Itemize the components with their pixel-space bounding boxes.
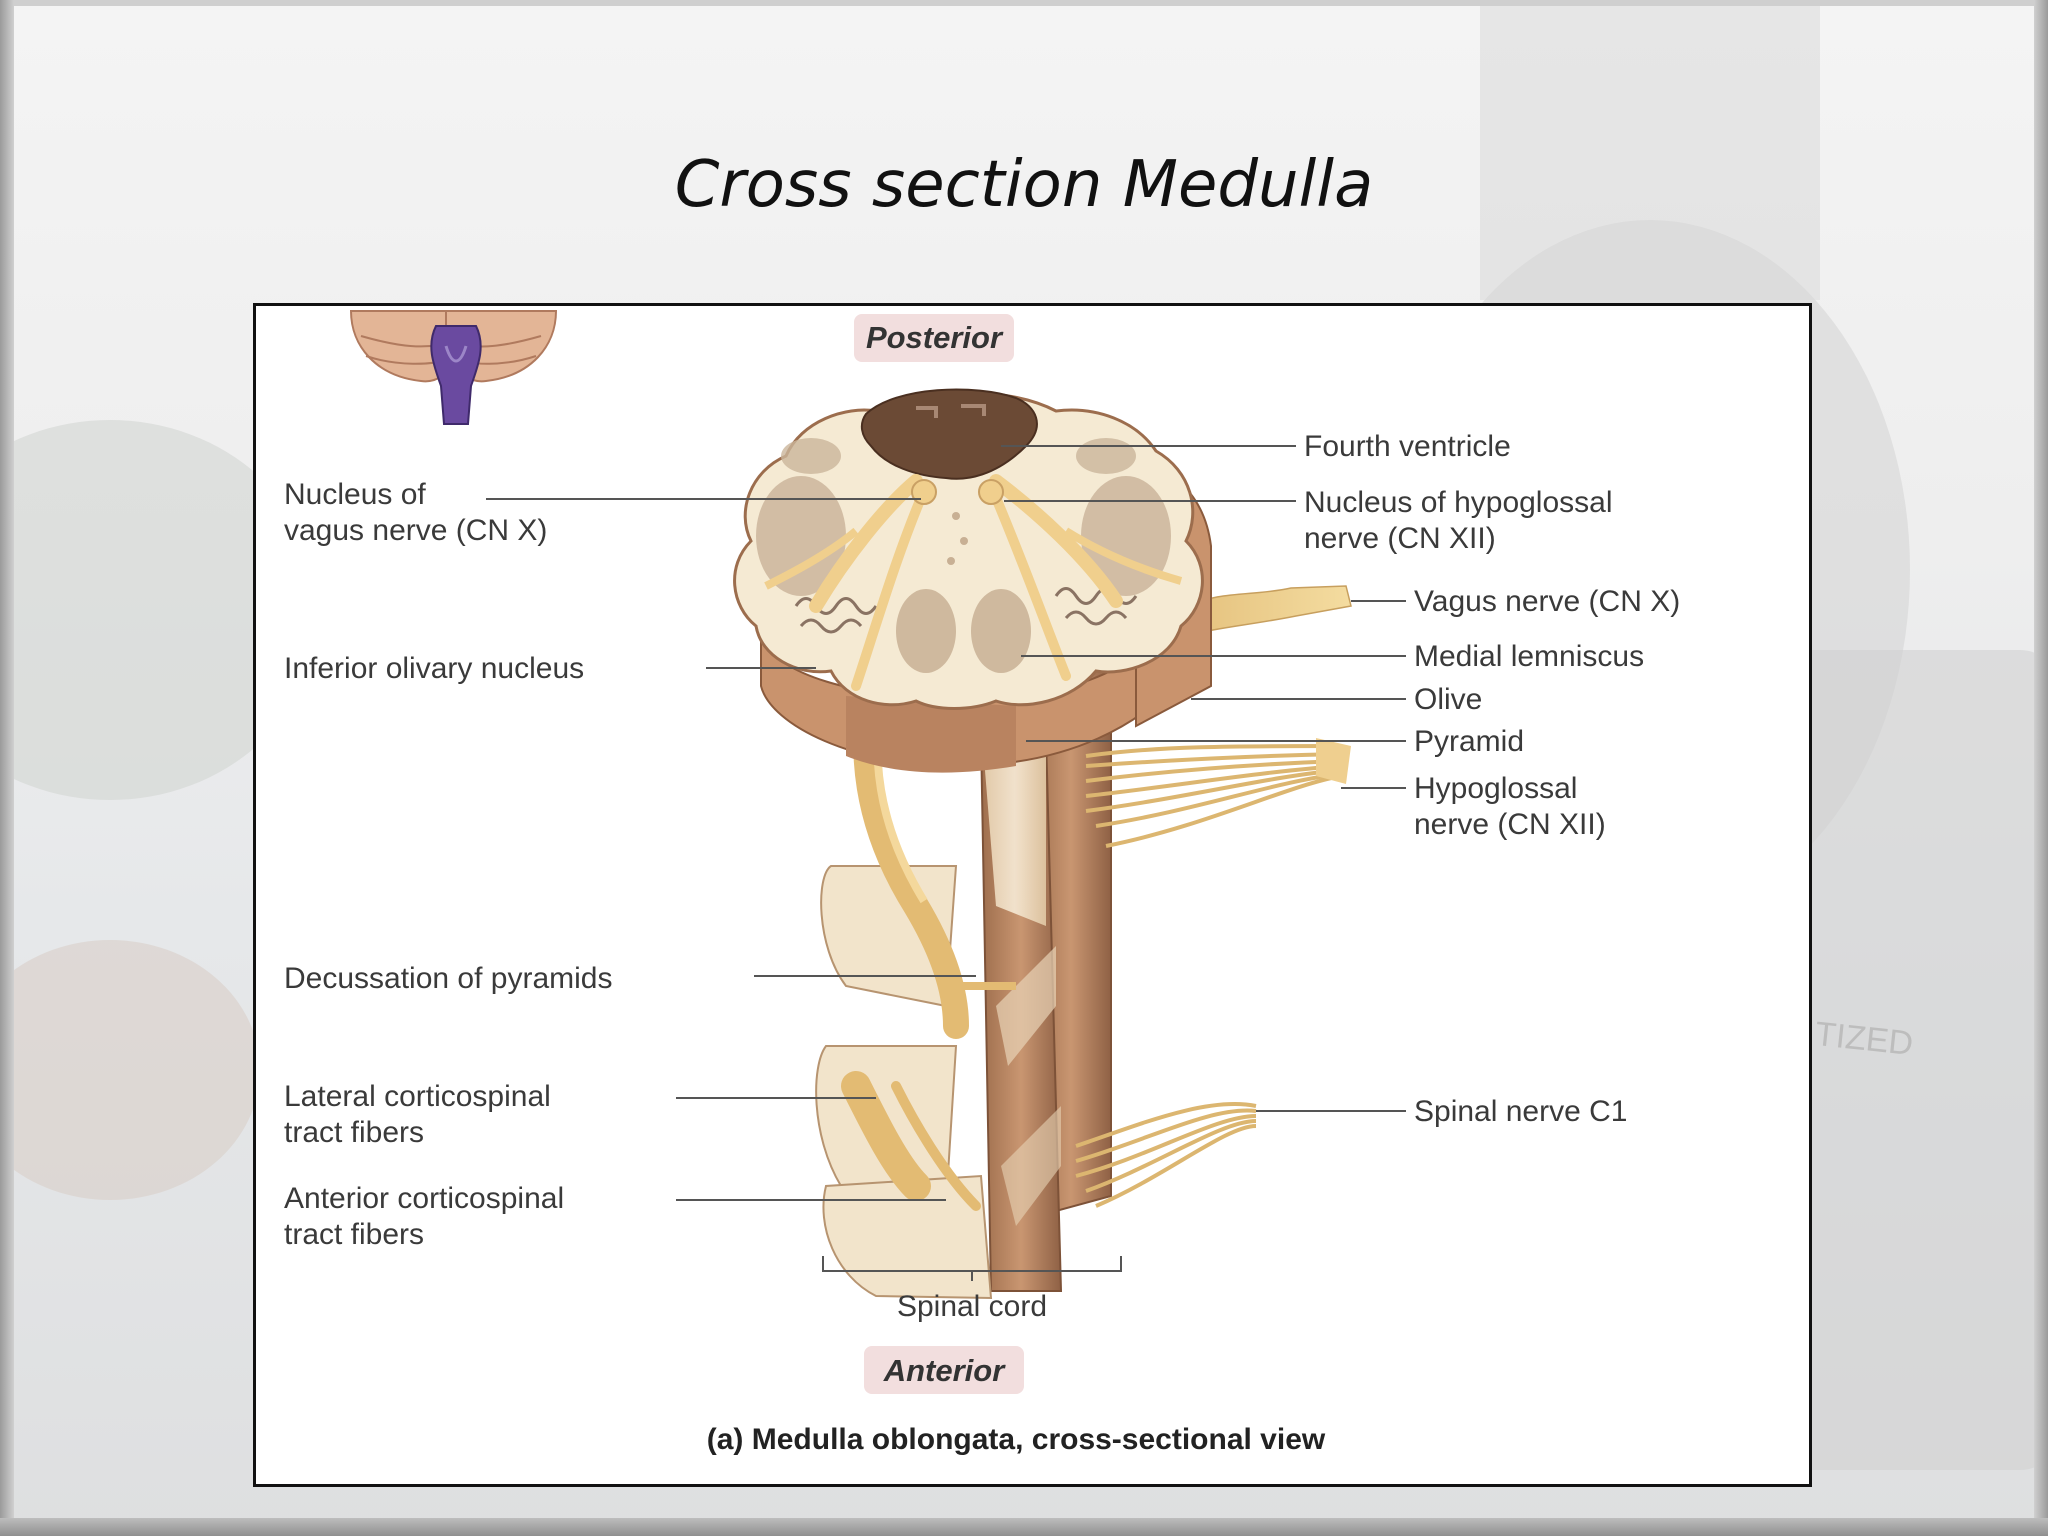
label-spinal-nerve-c1: Spinal nerve C1 bbox=[1414, 1095, 1627, 1128]
nerve-rootlets bbox=[1075, 585, 1352, 1208]
label-vagus-nucleus-1: Nucleus of bbox=[284, 478, 426, 511]
figure-caption: (a) Medulla oblongata, cross-sectional v… bbox=[707, 1423, 1326, 1456]
label-lateral-cst-2: tract fibers bbox=[284, 1116, 424, 1149]
label-hypoglossal-nucleus-2: nerve (CN XII) bbox=[1304, 522, 1496, 555]
background-hand bbox=[0, 940, 260, 1200]
label-lateral-cst-1: Lateral corticospinal bbox=[284, 1080, 551, 1113]
label-pyramid: Pyramid bbox=[1414, 725, 1524, 758]
slide-edge-left bbox=[0, 0, 14, 1536]
slide-title: Cross section Medulla bbox=[674, 148, 1374, 222]
label-fourth-ventricle: Fourth ventricle bbox=[1304, 430, 1511, 463]
label-anterior-cst-2: tract fibers bbox=[284, 1218, 424, 1251]
label-hypoglossal-nerve-2: nerve (CN XII) bbox=[1414, 808, 1606, 841]
leader-lines bbox=[486, 445, 1406, 1281]
label-vagus-nucleus-2: vagus nerve (CN X) bbox=[284, 514, 547, 547]
medulla-diagram: Posterior Anterior bbox=[284, 310, 1680, 1456]
label-inferior-olivary: Inferior olivary nucleus bbox=[284, 652, 584, 685]
brainstem-inset bbox=[349, 310, 558, 425]
slide-edge-right bbox=[2034, 0, 2048, 1536]
anterior-label: Anterior bbox=[883, 1353, 1007, 1388]
slide-edge-top bbox=[0, 0, 2048, 6]
medulla-cross-section bbox=[733, 388, 1212, 773]
label-hypoglossal-nerve-1: Hypoglossal bbox=[1414, 772, 1577, 805]
slide-edge-bottom bbox=[0, 1518, 2048, 1536]
figure-frame: Posterior Anterior bbox=[253, 303, 1812, 1487]
label-decussation: Decussation of pyramids bbox=[284, 962, 612, 995]
label-spinal-cord: Spinal cord bbox=[897, 1290, 1047, 1323]
background-pillar bbox=[1480, 0, 1820, 300]
label-hypoglossal-nucleus-1: Nucleus of hypoglossal bbox=[1304, 486, 1613, 519]
posterior-label: Posterior bbox=[866, 320, 1004, 355]
anterior-pill: Anterior bbox=[864, 1346, 1024, 1394]
label-anterior-cst-1: Anterior corticospinal bbox=[284, 1182, 564, 1215]
label-vagus-nerve: Vagus nerve (CN X) bbox=[1414, 585, 1680, 618]
posterior-pill: Posterior bbox=[854, 314, 1014, 362]
label-olive: Olive bbox=[1414, 683, 1482, 716]
label-medial-lemniscus: Medial lemniscus bbox=[1414, 640, 1644, 673]
